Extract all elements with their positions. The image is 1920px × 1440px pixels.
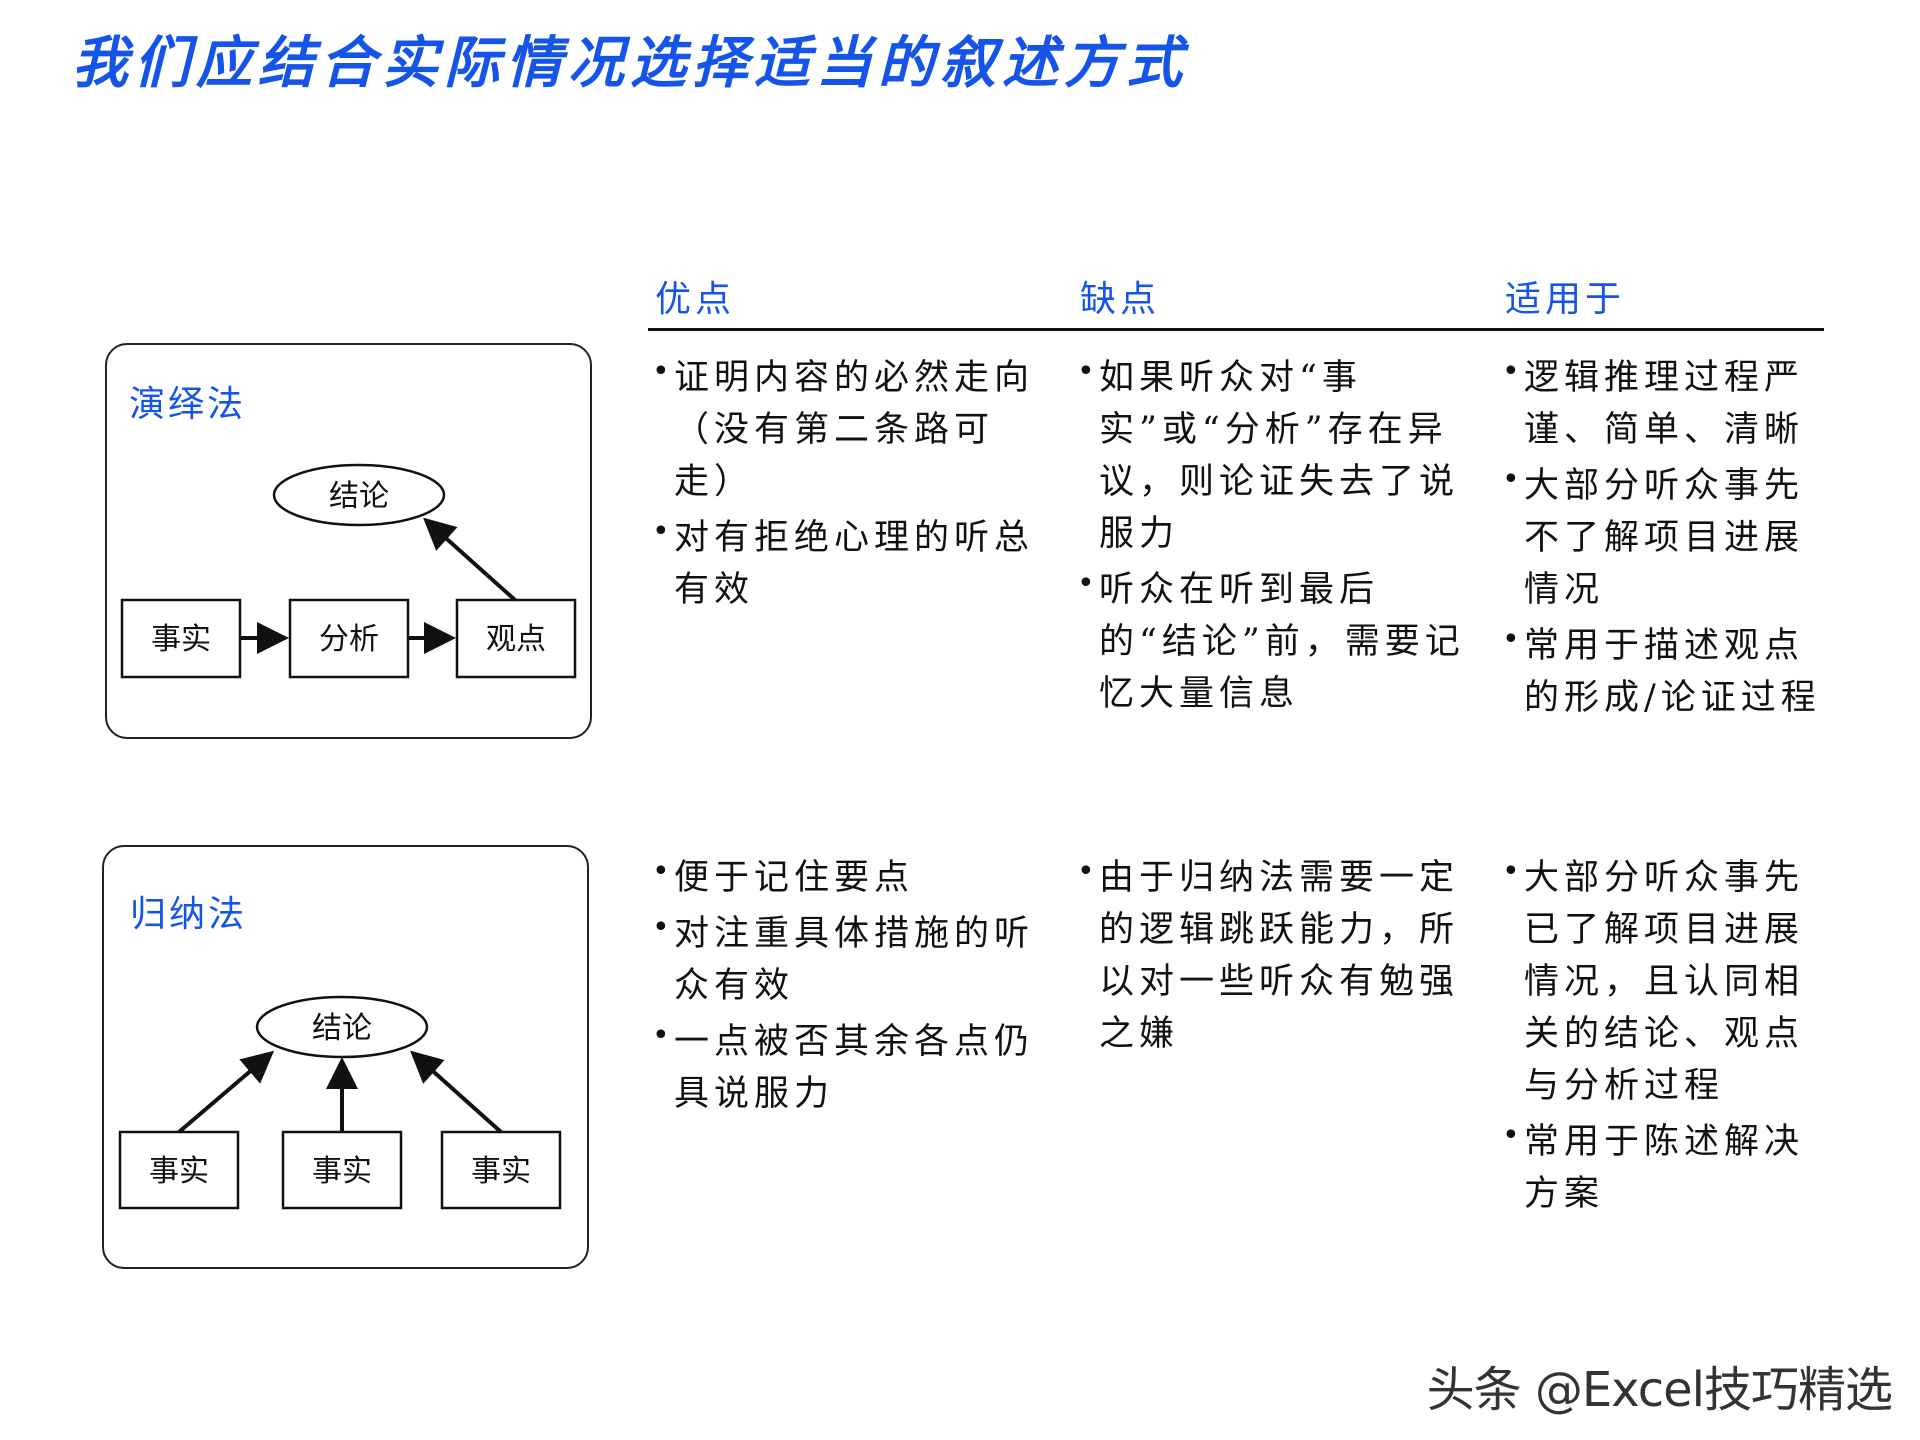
fact-text: 事实 xyxy=(471,1154,531,1189)
viewpoint-box xyxy=(455,598,577,679)
fact-box xyxy=(120,598,242,679)
list-item: 如果听众对“事实”或“分析”存在异议，则论证失去了说服力 xyxy=(1077,346,1477,560)
inductive-diagram: 结论 事实 事实 事实 xyxy=(118,995,562,1210)
fact-text: 事实 xyxy=(149,1154,209,1189)
conclusion-text: 结论 xyxy=(312,1011,372,1046)
fact-box xyxy=(281,1130,403,1210)
fact-text: 事实 xyxy=(312,1154,372,1189)
list-item: 逻辑推理过程严谨、简单、清晰 xyxy=(1502,346,1832,456)
list-item: 证明内容的必然走向（没有第二条路可走） xyxy=(652,346,1052,508)
deductive-diagram: 结论 事实 分析 观点 xyxy=(120,463,577,679)
list-item: 对有拒绝心理的听总有效 xyxy=(652,506,1052,616)
arrow-viewpoint-conclusion xyxy=(423,517,517,602)
list-item: 大部分听众事先已了解项目进展情况，且认同相关的结论、观点与分析过程 xyxy=(1502,846,1832,1112)
column-header-pros: 优点 xyxy=(655,279,736,320)
deductive-label: 演绎法 xyxy=(129,384,247,425)
deductive-panel: 演绎法 结论 事实 分析 观点 xyxy=(105,343,592,739)
fact-box xyxy=(118,1130,240,1210)
viewpoint-text: 观点 xyxy=(486,622,546,657)
column-header-applies: 适用于 xyxy=(1505,279,1626,320)
inductive-pros: 便于记住要点 对注重具体措施的听众有效 一点被否其余各点仍具说服力 xyxy=(652,846,1052,1124)
list-item: 大部分听众事先不了解项目进展情况 xyxy=(1502,454,1832,616)
inductive-label: 归纳法 xyxy=(130,894,248,935)
deductive-pros: 证明内容的必然走向（没有第二条路可走） 对有拒绝心理的听总有效 xyxy=(652,346,1052,620)
deductive-applies: 逻辑推理过程严谨、简单、清晰 大部分听众事先不了解项目进展情况 常用于描述观点的… xyxy=(1502,346,1832,728)
list-item: 一点被否其余各点仍具说服力 xyxy=(652,1010,1052,1120)
watermark: 头条 @Excel技巧精选 xyxy=(1426,1362,1893,1418)
list-item: 常用于陈述解决方案 xyxy=(1502,1110,1832,1220)
conclusion-node xyxy=(272,463,446,527)
list-item: 便于记住要点 xyxy=(652,846,1052,904)
column-header-cons: 缺点 xyxy=(1080,279,1161,320)
list-item: 常用于描述观点的形成/论证过程 xyxy=(1502,614,1832,724)
list-item: 由于归纳法需要一定的逻辑跳跃能力，所以对一些听众有勉强之嫌 xyxy=(1077,846,1477,1060)
arrow-fact1-conclusion xyxy=(177,1050,275,1134)
inductive-applies: 大部分听众事先已了解项目进展情况，且认同相关的结论、观点与分析过程 常用于陈述解… xyxy=(1502,846,1832,1224)
list-item: 听众在听到最后的“结论”前，需要记忆大量信息 xyxy=(1077,558,1477,720)
analysis-text: 分析 xyxy=(319,622,379,657)
fact-text: 事实 xyxy=(151,622,211,657)
arrow-fact3-conclusion xyxy=(410,1050,503,1134)
inductive-cons: 由于归纳法需要一定的逻辑跳跃能力，所以对一些听众有勉强之嫌 xyxy=(1077,846,1477,1064)
page-title: 我们应结合实际情况选择适当的叙述方式 xyxy=(72,30,1188,96)
list-item: 对注重具体措施的听众有效 xyxy=(652,902,1052,1012)
header-divider xyxy=(648,328,1824,331)
fact-box xyxy=(440,1130,562,1210)
inductive-panel: 归纳法 结论 事实 事实 事实 xyxy=(102,845,589,1269)
conclusion-text: 结论 xyxy=(329,479,389,514)
deductive-cons: 如果听众对“事实”或“分析”存在异议，则论证失去了说服力 听众在听到最后的“结论… xyxy=(1077,346,1477,724)
